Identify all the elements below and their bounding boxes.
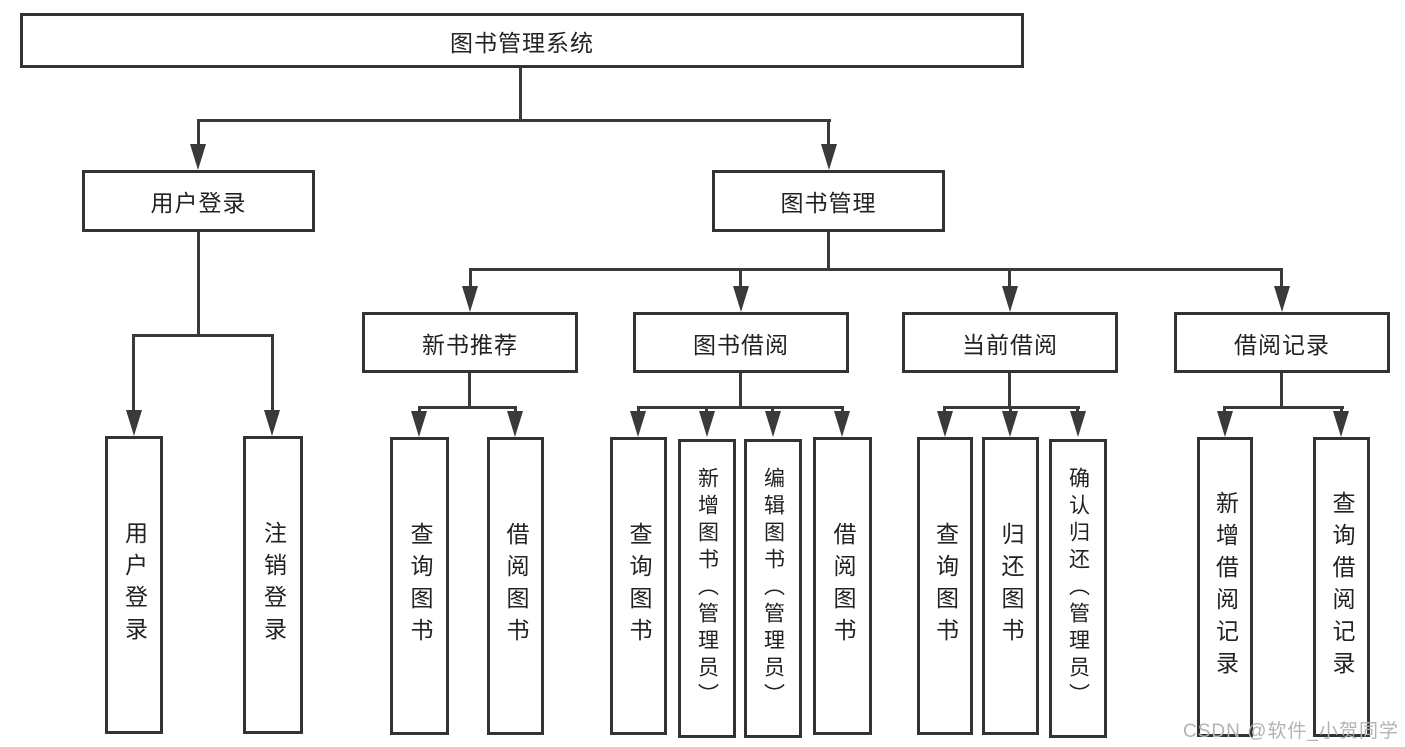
connector-line: [944, 406, 1080, 409]
leaf-cb-confirm-return-admin: 确认归还（管理员）: [1049, 439, 1107, 738]
leaf-bb-add-books-admin: 新增图书（管理员）: [678, 439, 736, 738]
leaf-cb-query-books: 查询图书: [917, 437, 973, 735]
arrow-down-icon: [190, 144, 206, 170]
connector-line: [1223, 406, 1226, 415]
connector-line: [418, 406, 517, 409]
connector-line: [197, 232, 200, 337]
leaf-bb-borrow-books-label: 借阅图书: [830, 522, 856, 650]
connector-line: [1340, 406, 1343, 415]
arrow-down-icon: [1002, 411, 1018, 437]
leaf-nbr-query-books-label: 查询图书: [407, 522, 433, 650]
arrow-down-icon: [733, 286, 749, 312]
connector-line: [418, 406, 421, 415]
connector-line: [132, 334, 135, 414]
connector-line: [1280, 373, 1283, 409]
connector-line: [739, 268, 742, 290]
arrow-down-icon: [630, 411, 646, 437]
connector-line: [1008, 268, 1011, 290]
connector-line: [468, 373, 471, 409]
arrow-down-icon: [264, 410, 280, 436]
arrow-down-icon: [1070, 411, 1086, 437]
arrow-down-icon: [1217, 411, 1233, 437]
leaf-logout: 注销登录: [243, 436, 303, 734]
leaf-cb-return-books: 归还图书: [982, 437, 1039, 735]
connector-line: [1280, 268, 1283, 290]
connector-line: [133, 334, 274, 337]
leaf-br-query-record: 查询借阅记录: [1313, 437, 1370, 737]
arrow-down-icon: [1274, 286, 1290, 312]
node-new-book-recommendation: 新书推荐: [362, 312, 578, 373]
leaf-cb-confirm-return-admin-label: 确认归还（管理员）: [1066, 467, 1090, 710]
leaf-nbr-query-books: 查询图书: [390, 437, 449, 735]
csdn-watermark: CSDN @软件_小贺同学: [1183, 721, 1399, 742]
leaf-cb-query-books-label: 查询图书: [932, 522, 959, 650]
connector-line: [739, 373, 742, 409]
connector-line: [197, 119, 831, 122]
connector-line: [1224, 406, 1344, 409]
leaf-br-query-record-label: 查询借阅记录: [1329, 491, 1355, 683]
leaf-bb-query-books-label: 查询图书: [626, 522, 652, 650]
connector-line: [197, 119, 200, 149]
arrow-down-icon: [507, 411, 523, 437]
leaf-nbr-borrow-books-label: 借阅图书: [503, 522, 529, 650]
connector-line: [827, 119, 830, 149]
node-root: 图书管理系统: [20, 13, 1024, 68]
arrow-down-icon: [411, 411, 427, 437]
leaf-user-login: 用户登录: [105, 436, 163, 734]
node-user-login-label: 用户登录: [150, 190, 247, 216]
node-new-book-recommendation-label: 新书推荐: [422, 331, 518, 358]
leaf-bb-edit-books-admin-label: 编辑图书（管理员）: [761, 467, 785, 710]
leaf-nbr-borrow-books: 借阅图书: [487, 437, 544, 735]
connector-line: [1076, 406, 1079, 415]
arrow-down-icon: [821, 144, 837, 170]
node-root-label: 图书管理系统: [450, 29, 594, 56]
connector-line: [519, 68, 522, 120]
connector-line: [1009, 406, 1012, 415]
leaf-bb-query-books: 查询图书: [610, 437, 667, 735]
arrow-down-icon: [462, 286, 478, 312]
leaf-bb-borrow-books: 借阅图书: [813, 437, 872, 735]
node-borrowing-records-label: 借阅记录: [1234, 331, 1330, 358]
connector-line: [469, 268, 1283, 271]
node-borrowing-records: 借阅记录: [1174, 312, 1390, 373]
arrow-down-icon: [937, 411, 953, 437]
leaf-logout-label: 注销登录: [260, 521, 287, 649]
connector-line: [827, 232, 830, 270]
arrow-down-icon: [765, 411, 781, 437]
connector-line: [1008, 373, 1011, 409]
leaf-bb-add-books-admin-label: 新增图书（管理员）: [695, 467, 719, 710]
leaf-br-add-record: 新增借阅记录: [1197, 437, 1253, 737]
node-user-login: 用户登录: [82, 170, 315, 232]
arrow-down-icon: [1002, 286, 1018, 312]
connector-line: [271, 334, 274, 414]
leaf-br-add-record-label: 新增借阅记录: [1212, 491, 1239, 683]
leaf-cb-return-books-label: 归还图书: [998, 522, 1024, 650]
node-current-borrowing-label: 当前借阅: [962, 331, 1058, 358]
arrow-down-icon: [1333, 411, 1349, 437]
connector-line: [943, 406, 946, 415]
connector-line: [841, 406, 844, 415]
connector-line: [469, 268, 472, 290]
arrow-down-icon: [834, 411, 850, 437]
connector-line: [705, 406, 708, 415]
arrow-down-icon: [126, 410, 142, 436]
connector-line: [771, 406, 774, 415]
node-book-management-label: 图书管理: [780, 190, 877, 216]
node-book-management: 图书管理: [712, 170, 945, 232]
node-book-borrowing-label: 图书借阅: [693, 331, 789, 358]
leaf-user-login-label: 用户登录: [121, 521, 148, 649]
arrow-down-icon: [699, 411, 715, 437]
connector-line: [514, 406, 517, 415]
node-book-borrowing: 图书借阅: [633, 312, 849, 373]
leaf-bb-edit-books-admin: 编辑图书（管理员）: [744, 439, 802, 738]
connector-line: [637, 406, 640, 415]
connector-line: [637, 406, 844, 409]
node-current-borrowing: 当前借阅: [902, 312, 1118, 373]
